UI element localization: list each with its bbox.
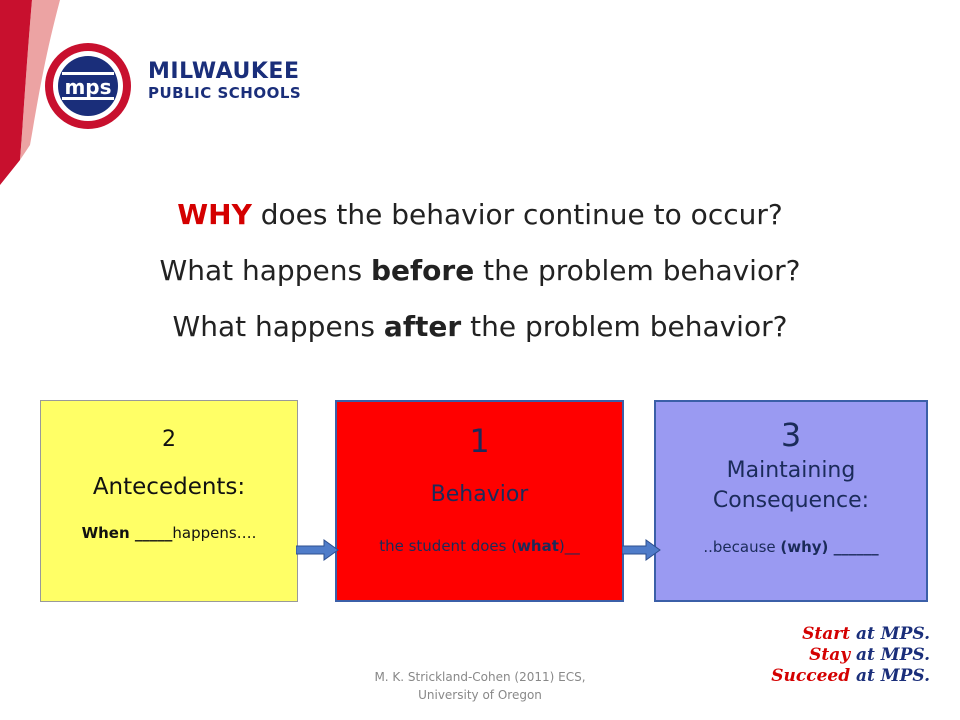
antecedents-detail-bold: When _____	[81, 524, 173, 542]
question-after-post: the problem behavior?	[461, 310, 788, 343]
arrow-right-icon	[622, 539, 661, 561]
footer-line2: University of Oregon	[418, 688, 542, 702]
slogan-line1-start: Start	[802, 624, 851, 644]
district-name-line1: MILWAUKEE	[148, 59, 300, 84]
question-before: What happens before the problem behavior…	[0, 246, 960, 302]
arrow-right-icon	[296, 539, 339, 561]
consequence-number: 3	[780, 416, 802, 454]
antecedents-detail-rest: happens….	[172, 524, 257, 542]
behavior-detail-bold: what	[517, 537, 559, 555]
consequence-detail-pre: ..because	[703, 538, 781, 556]
question-before-pre: What happens	[159, 254, 371, 287]
footer-line1: M. K. Strickland-Cohen (2011) ECS,	[374, 670, 586, 684]
consequence-detail: ..because (why) ______	[656, 538, 926, 556]
slogan-line2-end: at MPS.	[850, 645, 930, 665]
behavior-title: Behavior	[430, 482, 529, 507]
antecedents-title: Antecedents:	[92, 474, 246, 500]
question-after: What happens after the problem behavior?	[0, 302, 960, 358]
slogan-line3-start: Succeed	[771, 666, 851, 686]
behavior-box: 1 Behavior the student does (what)__	[335, 400, 624, 602]
antecedents-number: 2	[162, 427, 176, 452]
behavior-number: 1	[469, 422, 490, 460]
antecedents-box: 2 Antecedents: When _____happens….	[40, 400, 298, 602]
why-highlight: WHY	[177, 198, 252, 231]
slogan-line1: Start at MPS.	[770, 624, 930, 645]
question-before-post: the problem behavior?	[474, 254, 801, 287]
behavior-detail-post: )__	[558, 537, 580, 555]
consequence-title: Maintaining Consequence:	[656, 456, 926, 516]
slogan-line1-end: at MPS.	[850, 624, 930, 644]
district-name: MILWAUKEE PUBLIC SCHOOLS	[148, 59, 302, 103]
slogan-line3: Succeed at MPS.	[770, 666, 930, 687]
logo-letters: mps	[64, 75, 111, 99]
before-emphasis: before	[370, 254, 475, 287]
mps-logo-icon: mps	[45, 43, 131, 129]
behavior-detail-pre: the student does (	[379, 537, 518, 555]
footer-citation: M. K. Strickland-Cohen (2011) ECS, Unive…	[355, 668, 605, 704]
antecedents-detail: When _____happens….	[41, 524, 297, 542]
slogan-line2: Stay at MPS.	[770, 645, 930, 666]
mps-slogan: Start at MPS. Stay at MPS. Succeed at MP…	[770, 624, 930, 687]
question-why: WHY does the behavior continue to occur?	[0, 190, 960, 246]
slogan-line2-start: Stay	[809, 645, 851, 665]
consequence-title-line2: Consequence:	[712, 488, 870, 513]
consequence-box: 3 Maintaining Consequence: ..because (wh…	[654, 400, 928, 602]
question-why-text: does the behavior continue to occur?	[251, 198, 783, 231]
consequence-detail-bold: (why) ______	[780, 538, 879, 556]
guiding-questions: WHY does the behavior continue to occur?…	[0, 190, 960, 358]
after-emphasis: after	[383, 310, 462, 343]
behavior-detail: the student does (what)__	[337, 537, 622, 555]
question-after-pre: What happens	[172, 310, 384, 343]
district-name-line2: PUBLIC SCHOOLS	[148, 84, 302, 102]
slogan-line3-end: at MPS.	[850, 666, 930, 686]
consequence-title-line1: Maintaining	[726, 458, 856, 483]
